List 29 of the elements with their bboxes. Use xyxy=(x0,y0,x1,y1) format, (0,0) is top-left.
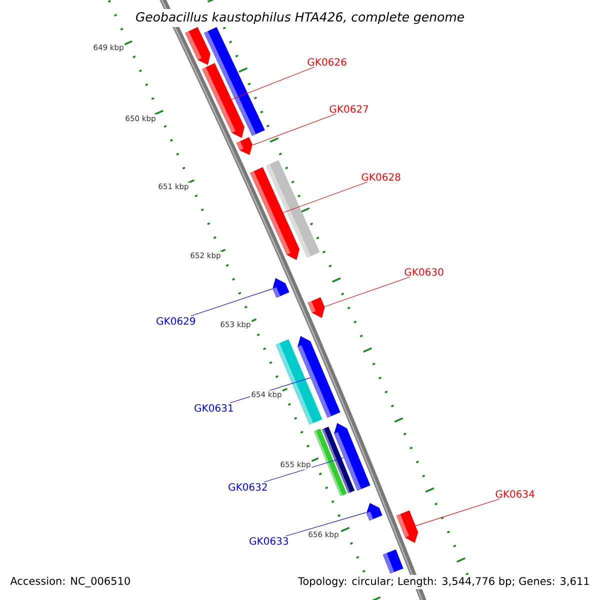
gene-label: GK0634 xyxy=(496,490,534,498)
gene-label: GK0628 xyxy=(362,173,400,181)
leader-line xyxy=(283,182,368,213)
gene-block xyxy=(314,428,347,496)
leader-line xyxy=(415,498,500,526)
info-text: Accession: NC_006510 xyxy=(8,574,133,590)
leader-line xyxy=(286,512,366,536)
gene-block xyxy=(236,137,253,155)
info-text: Topology: circular; Length: 3,544,776 bp; Genes: 3,611 xyxy=(296,574,592,590)
gene-block xyxy=(366,503,382,521)
gene-label: GK0626 xyxy=(308,58,346,66)
leader-line xyxy=(324,276,410,307)
gene-block xyxy=(202,63,244,138)
gene-label: GK0632 xyxy=(228,483,267,491)
gene-block xyxy=(396,510,418,543)
leader-line xyxy=(190,288,273,316)
gene-label: GK0627 xyxy=(330,105,368,113)
gene-label: GK0633 xyxy=(250,537,288,545)
gene-label: GK0631 xyxy=(194,404,233,412)
gene-block xyxy=(382,549,404,574)
gene-block xyxy=(308,297,325,318)
gene-block xyxy=(272,278,290,298)
title: Geobacillus kaustophilus HTA426, complete genome xyxy=(132,8,468,28)
leader-line xyxy=(264,457,344,482)
leader-line xyxy=(232,66,315,100)
gene-block xyxy=(250,167,300,260)
gene-label: GK0629 xyxy=(156,317,196,325)
gene-label: GK0630 xyxy=(404,268,444,276)
leader-line xyxy=(252,114,336,146)
